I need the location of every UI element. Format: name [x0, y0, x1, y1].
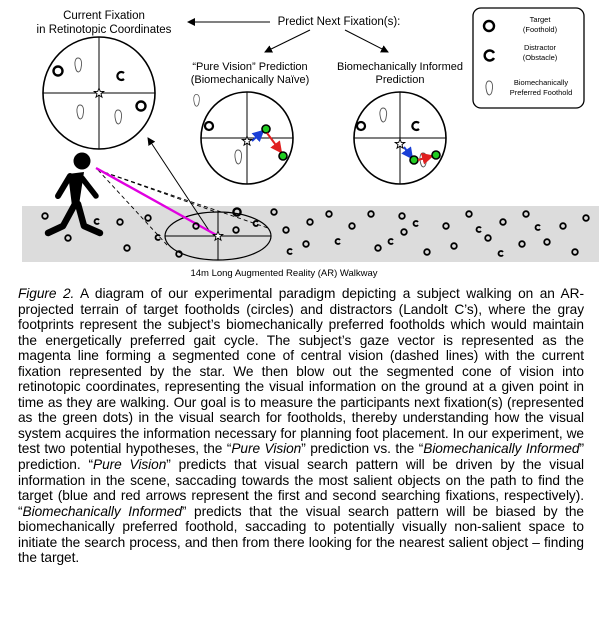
walkway-label: 14m Long Augmented Reality (AR) Walkway — [190, 268, 377, 279]
paradigm-diagram: Current Fixation in Retinotopic Coordina… — [22, 7, 599, 279]
caption-term-pure-vision-2: Pure Vision — [92, 457, 167, 473]
caption-text-4: ” predicts that visual search pattern wi… — [18, 457, 584, 519]
current-fixation-subtitle: in Retinotopic Coordinates — [37, 24, 172, 36]
legend-target-sub: (Foothold) — [523, 25, 558, 34]
figure-caption: Figure 2. A diagram of our experimental … — [18, 286, 584, 566]
legend-target-label: Target — [530, 15, 552, 24]
figure-label: Figure 2. — [18, 286, 75, 301]
caption-text-3: ” prediction. “ — [18, 441, 584, 473]
footprint-legend-icon — [485, 80, 494, 96]
caption-term-bio-informed-2: Biomechanically Informed — [22, 503, 182, 519]
legend-distractor-label: Distractor — [524, 43, 557, 52]
legend-foothold-sub: Preferred Foothold — [510, 88, 573, 97]
distractor-legend-icon — [483, 49, 496, 62]
bio-informed-subtitle: Prediction — [376, 74, 425, 86]
pure-vision-subtitle: (Biomechanically Naïve) — [191, 74, 310, 86]
walking-person-icon — [44, 152, 104, 237]
legend-foothold-label: Biomechanically — [514, 78, 568, 87]
caption-text-2: ” prediction vs. the “ — [301, 441, 424, 457]
caption-term-pure-vision-1: Pure Vision — [231, 441, 302, 457]
first-saccade-arrow — [251, 129, 265, 143]
caption-text-1: A diagram of our experimental paradigm d… — [18, 286, 584, 457]
predict-label: Predict Next Fixation(s): — [278, 16, 401, 28]
ar-walkway — [22, 206, 599, 262]
bio-informed-circle — [353, 91, 447, 185]
second-saccade-arrow — [266, 132, 283, 154]
predict-arrow-down-left — [264, 29, 311, 53]
bio-informed-title: Biomechanically Informed — [337, 61, 463, 73]
caption-term-bio-informed-1: Biomechanically Informed — [423, 441, 580, 457]
target-legend-icon — [482, 19, 496, 33]
legend-distractor-sub: (Obstacle) — [523, 53, 558, 62]
legend: Target (Foothold) Distractor (Obstacle) … — [472, 7, 585, 109]
current-fixation-title: Current Fixation — [63, 10, 145, 22]
predict-arrow-down-right — [344, 29, 389, 53]
current-fixation-circle — [42, 36, 156, 150]
walkway-objects — [41, 207, 590, 258]
pure-vision-title: “Pure Vision” Prediction — [192, 61, 307, 73]
pure-vision-circle — [193, 91, 294, 185]
caption-text-5: ” predicts that the visual search patter… — [18, 503, 584, 566]
